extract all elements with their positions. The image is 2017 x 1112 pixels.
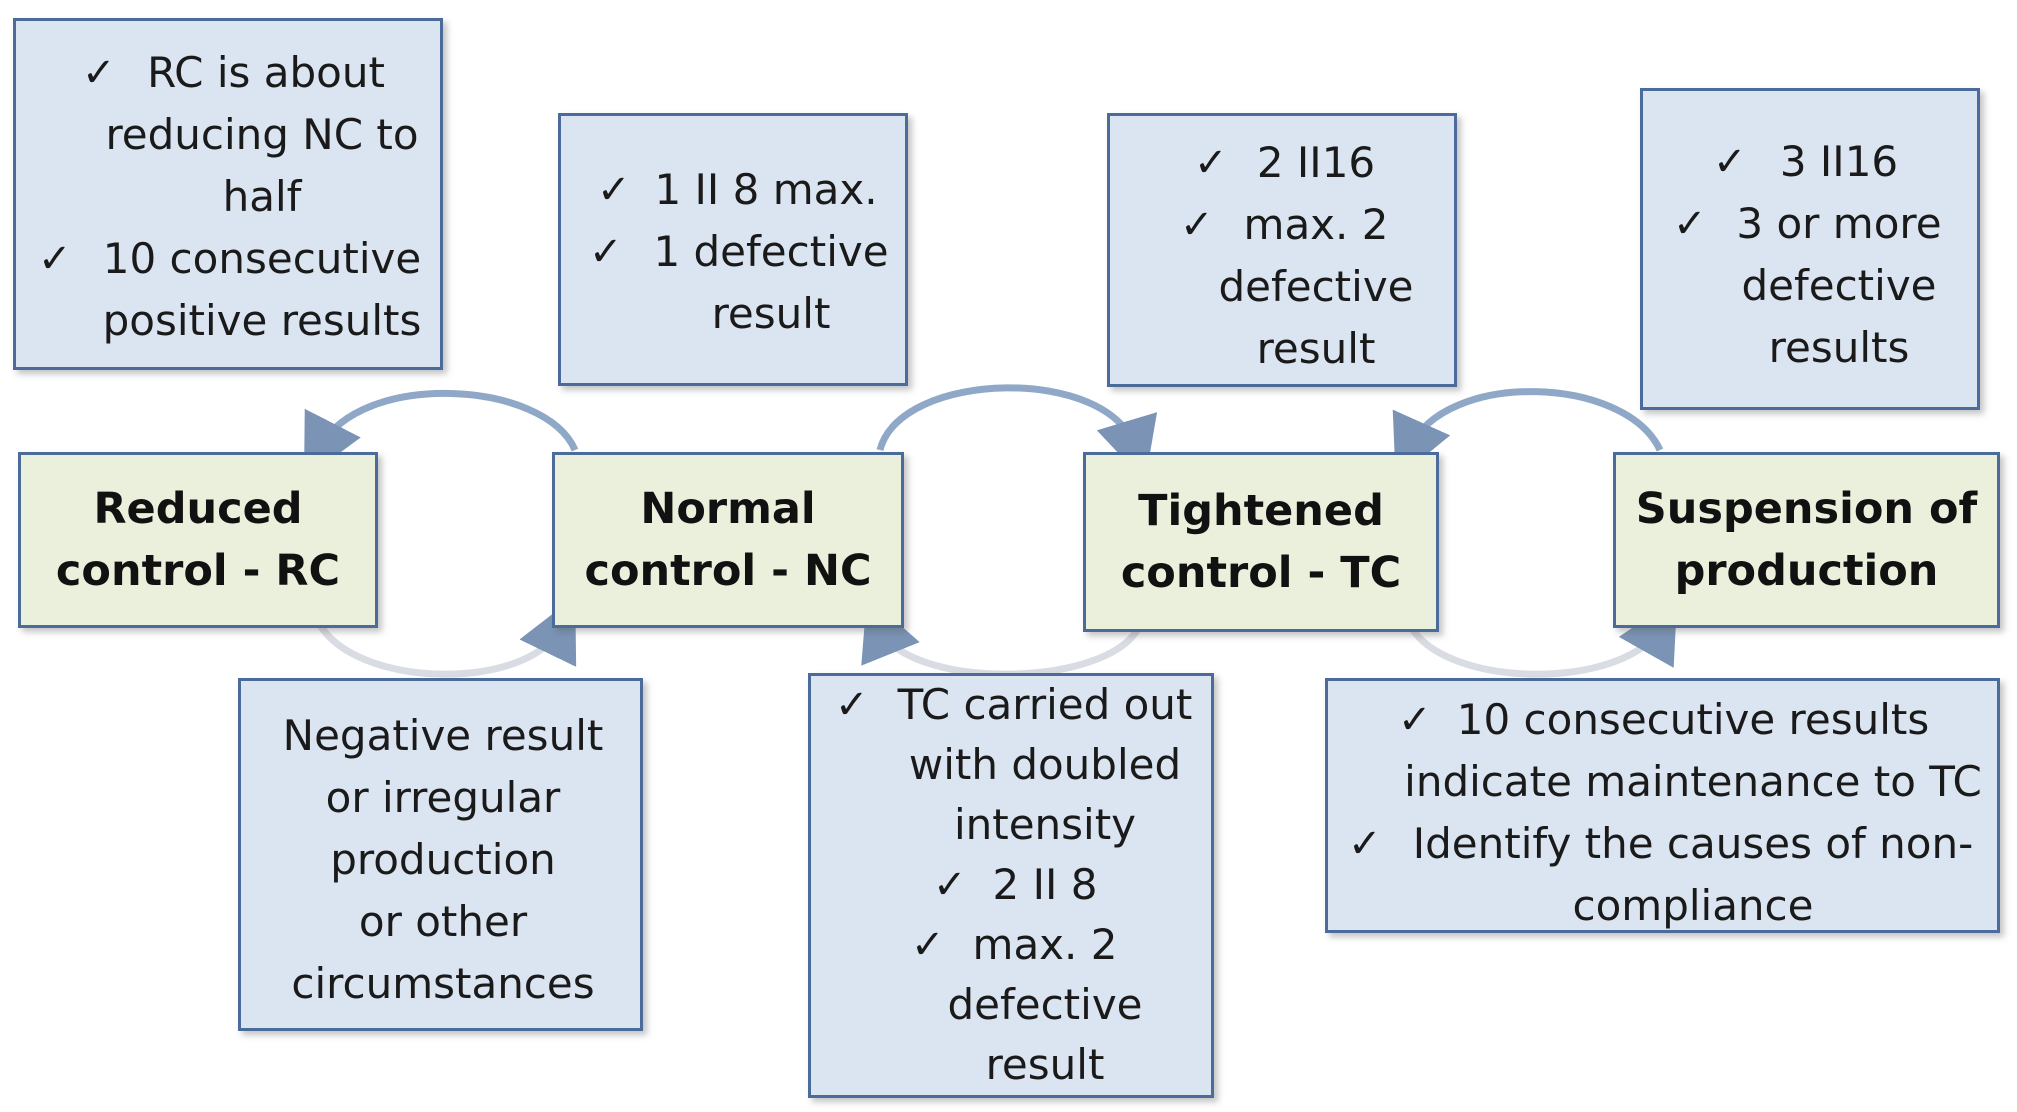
check-icon: ✓	[1673, 201, 1707, 247]
box-line: indicate maintenance to TC	[1404, 757, 1982, 806]
box-line: 1 defective	[653, 227, 889, 276]
check-icon: ✓	[597, 167, 631, 213]
box-line: compliance	[1572, 881, 1814, 930]
stage-title: Suspension of production	[1635, 484, 1978, 596]
box-line: result	[1256, 324, 1376, 373]
check-icon: ✓	[589, 229, 623, 275]
box-line: 2 II 8	[992, 860, 1098, 909]
check-icon: ✓	[835, 682, 869, 728]
box-line: half	[222, 172, 302, 221]
box-line: intensity	[953, 800, 1137, 849]
box-line: reducing NC to	[105, 110, 419, 159]
box-line: positive results	[102, 296, 422, 345]
tc-to-sp-conditions-box: ✓ 10 consecutive results indicate mainte…	[1325, 678, 2000, 933]
sp-criteria-box: ✓ 3 II16 ✓ 3 or more defective results	[1640, 88, 1980, 410]
arrow-nc-to-rc	[303, 389, 579, 480]
box-line: results	[1768, 323, 1910, 372]
stage-normal-control: Normal control - NC	[552, 452, 904, 628]
stage-title: Tightened control - TC	[1120, 486, 1402, 598]
box-line: result	[985, 1040, 1105, 1089]
arrow-nc-to-tc	[876, 384, 1158, 482]
box-line: Negative result	[282, 711, 604, 760]
check-icon: ✓	[82, 50, 116, 96]
box-line: production	[330, 835, 556, 884]
box-line: or other	[358, 897, 528, 946]
check-icon: ✓	[38, 236, 72, 282]
check-icon: ✓	[1180, 202, 1214, 248]
stage-suspension-of-production: Suspension of production	[1613, 452, 2000, 628]
box-line: 10 consecutive	[102, 234, 422, 283]
rc-to-nc-conditions-box: Negative result or irregular production …	[238, 678, 643, 1031]
box-line: TC carried out	[897, 680, 1193, 729]
stage-title: Reduced control - RC	[55, 484, 341, 596]
box-line: defective	[947, 980, 1143, 1029]
box-line: 10 consecutive results	[1456, 695, 1930, 744]
box-line: defective	[1218, 262, 1414, 311]
nc-criteria-box: ✓ 1 II 8 max. ✓ 1 defective result	[558, 113, 908, 386]
box-line: circumstances	[291, 959, 595, 1008]
check-icon: ✓	[1713, 139, 1747, 185]
stage-title: Normal control - NC	[584, 484, 872, 596]
box-line: or irregular	[325, 773, 561, 822]
check-icon: ✓	[1348, 821, 1382, 867]
arrow-rc-to-nc	[317, 596, 577, 678]
box-line: 1 II 8 max.	[654, 165, 878, 214]
box-line: defective	[1741, 261, 1937, 310]
check-icon: ✓	[911, 922, 945, 968]
arrow-sp-to-tc	[1392, 388, 1664, 480]
check-icon: ✓	[933, 862, 967, 908]
arrow-tc-to-nc	[861, 595, 1144, 678]
stage-tightened-control: Tightened control - TC	[1083, 452, 1439, 632]
box-line: 3 or more	[1736, 199, 1942, 248]
nc-to-tc-conditions-box: ✓ TC carried out with doubled intensity …	[808, 673, 1214, 1098]
box-line: RC is about	[147, 48, 385, 97]
box-line: result	[711, 289, 831, 338]
check-icon: ✓	[1194, 140, 1228, 186]
check-icon: ✓	[1398, 697, 1432, 743]
box-line: with doubled	[908, 740, 1182, 789]
box-line: max. 2	[1243, 200, 1389, 249]
arrow-tc-to-sp	[1406, 597, 1678, 678]
box-line: 3 II16	[1779, 137, 1899, 186]
box-line: 2 II16	[1256, 138, 1376, 187]
rc-criteria-box: ✓ RC is about reducing NC to half ✓ 10 c…	[13, 18, 443, 370]
tc-criteria-box: ✓ 2 II16 ✓ max. 2 defective result	[1107, 113, 1457, 387]
box-line: max. 2	[972, 920, 1118, 969]
stage-reduced-control: Reduced control - RC	[18, 452, 378, 628]
box-line: Identify the causes of non-	[1412, 819, 1974, 868]
